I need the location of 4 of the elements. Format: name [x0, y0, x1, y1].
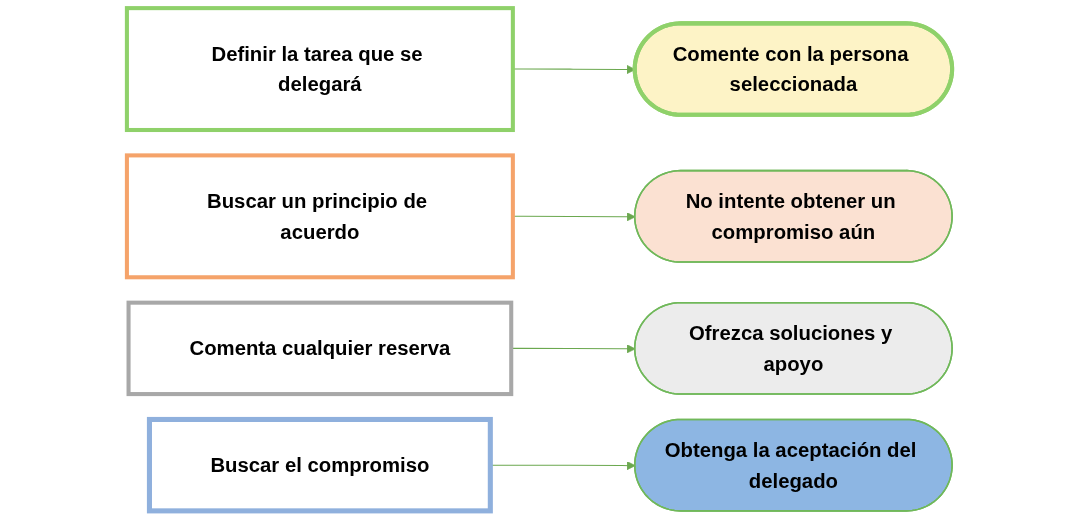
node-box: Buscar un principio de acuerdo: [124, 153, 515, 280]
node-box: Buscar el compromiso: [146, 416, 493, 514]
node-box: Comenta cualquier reserva: [126, 300, 514, 397]
node-box: Definir la tarea que se delegará: [124, 6, 515, 133]
